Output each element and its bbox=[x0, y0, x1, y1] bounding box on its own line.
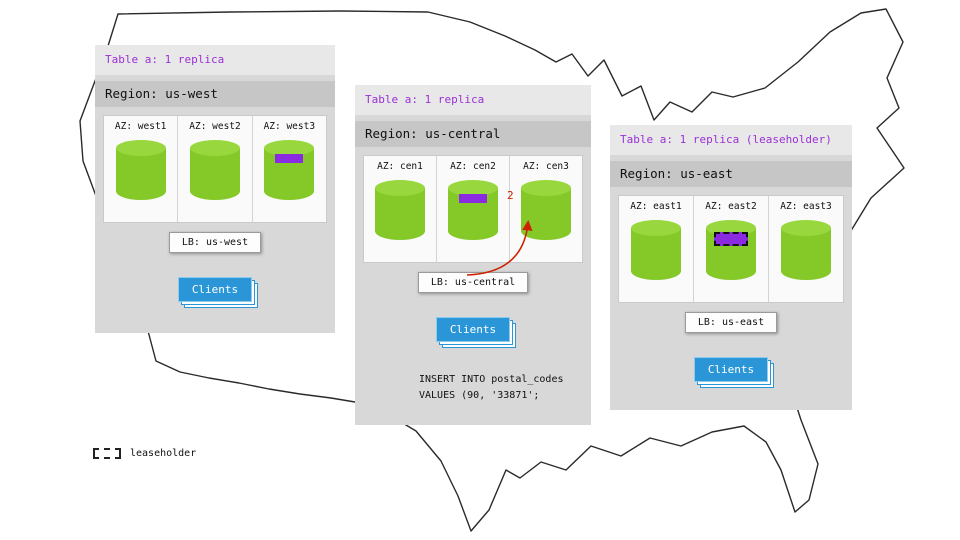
az-label: AZ: cen1 bbox=[377, 161, 423, 172]
az-east2: AZ: east2 bbox=[694, 196, 769, 302]
database-cylinder-icon bbox=[781, 220, 831, 280]
az-west3: AZ: west3 bbox=[253, 116, 326, 222]
region-panel-us-west: Table a: 1 replica Region: us-west AZ: w… bbox=[95, 45, 335, 333]
leaseholder-icon bbox=[93, 448, 121, 459]
az-container: AZ: west1 AZ: west2 AZ: west3 bbox=[103, 115, 327, 223]
az-cen3: AZ: cen3 bbox=[510, 156, 582, 262]
az-east3: AZ: east3 bbox=[769, 196, 843, 302]
clients-button[interactable]: Clients bbox=[177, 277, 253, 302]
az-label: AZ: east3 bbox=[780, 201, 832, 212]
database-cylinder-icon bbox=[631, 220, 681, 280]
leaseholder-replica-chip bbox=[714, 232, 748, 246]
az-label: AZ: cen3 bbox=[523, 161, 569, 172]
table-replica-label: Table a: 1 replica bbox=[95, 45, 335, 75]
az-container: AZ: cen1 AZ: cen2 AZ: cen3 bbox=[363, 155, 583, 263]
az-west2: AZ: west2 bbox=[178, 116, 253, 222]
az-west1: AZ: west1 bbox=[104, 116, 179, 222]
database-cylinder-icon bbox=[448, 180, 498, 240]
az-container: AZ: east1 AZ: east2 AZ: east3 bbox=[618, 195, 844, 303]
database-cylinder-icon bbox=[375, 180, 425, 240]
clients-button[interactable]: Clients bbox=[693, 357, 769, 382]
az-label: AZ: east1 bbox=[630, 201, 682, 212]
region-panel-us-east: Table a: 1 replica (leaseholder) Region:… bbox=[610, 125, 852, 410]
database-cylinder-icon bbox=[264, 140, 315, 200]
region-panel-us-central: Table a: 1 replica Region: us-central AZ… bbox=[355, 85, 591, 425]
region-title: Region: us-central bbox=[355, 121, 591, 147]
insert-query-text: INSERT INTO postal_codes VALUES (90, '33… bbox=[419, 374, 564, 401]
az-label: AZ: cen2 bbox=[450, 161, 496, 172]
database-cylinder-icon bbox=[521, 180, 571, 240]
table-replica-label: Table a: 1 replica bbox=[355, 85, 591, 115]
table-replica-chip bbox=[459, 194, 487, 203]
load-balancer-box: LB: us-central bbox=[417, 272, 529, 293]
leaseholder-legend: leaseholder bbox=[93, 448, 196, 459]
database-cylinder-icon bbox=[115, 140, 166, 200]
table-replica-label: Table a: 1 replica (leaseholder) bbox=[610, 125, 852, 155]
clients-button[interactable]: Clients bbox=[435, 317, 511, 342]
database-cylinder-icon bbox=[189, 140, 240, 200]
az-label: AZ: west3 bbox=[263, 121, 316, 132]
az-label: AZ: west1 bbox=[114, 121, 167, 132]
region-title: Region: us-west bbox=[95, 81, 335, 107]
load-balancer-box: LB: us-east bbox=[684, 312, 778, 333]
az-label: AZ: west2 bbox=[189, 121, 241, 132]
database-cylinder-icon bbox=[706, 220, 756, 280]
legend-label: leaseholder bbox=[130, 448, 197, 459]
load-balancer-box: LB: us-west bbox=[168, 232, 262, 253]
az-east1: AZ: east1 bbox=[619, 196, 694, 302]
region-title: Region: us-east bbox=[610, 161, 852, 187]
az-cen2: AZ: cen2 bbox=[437, 156, 510, 262]
table-replica-chip bbox=[275, 154, 304, 163]
az-cen1: AZ: cen1 bbox=[364, 156, 437, 262]
az-label: AZ: east2 bbox=[705, 201, 757, 212]
arrow-step-number: 2 bbox=[507, 189, 514, 202]
